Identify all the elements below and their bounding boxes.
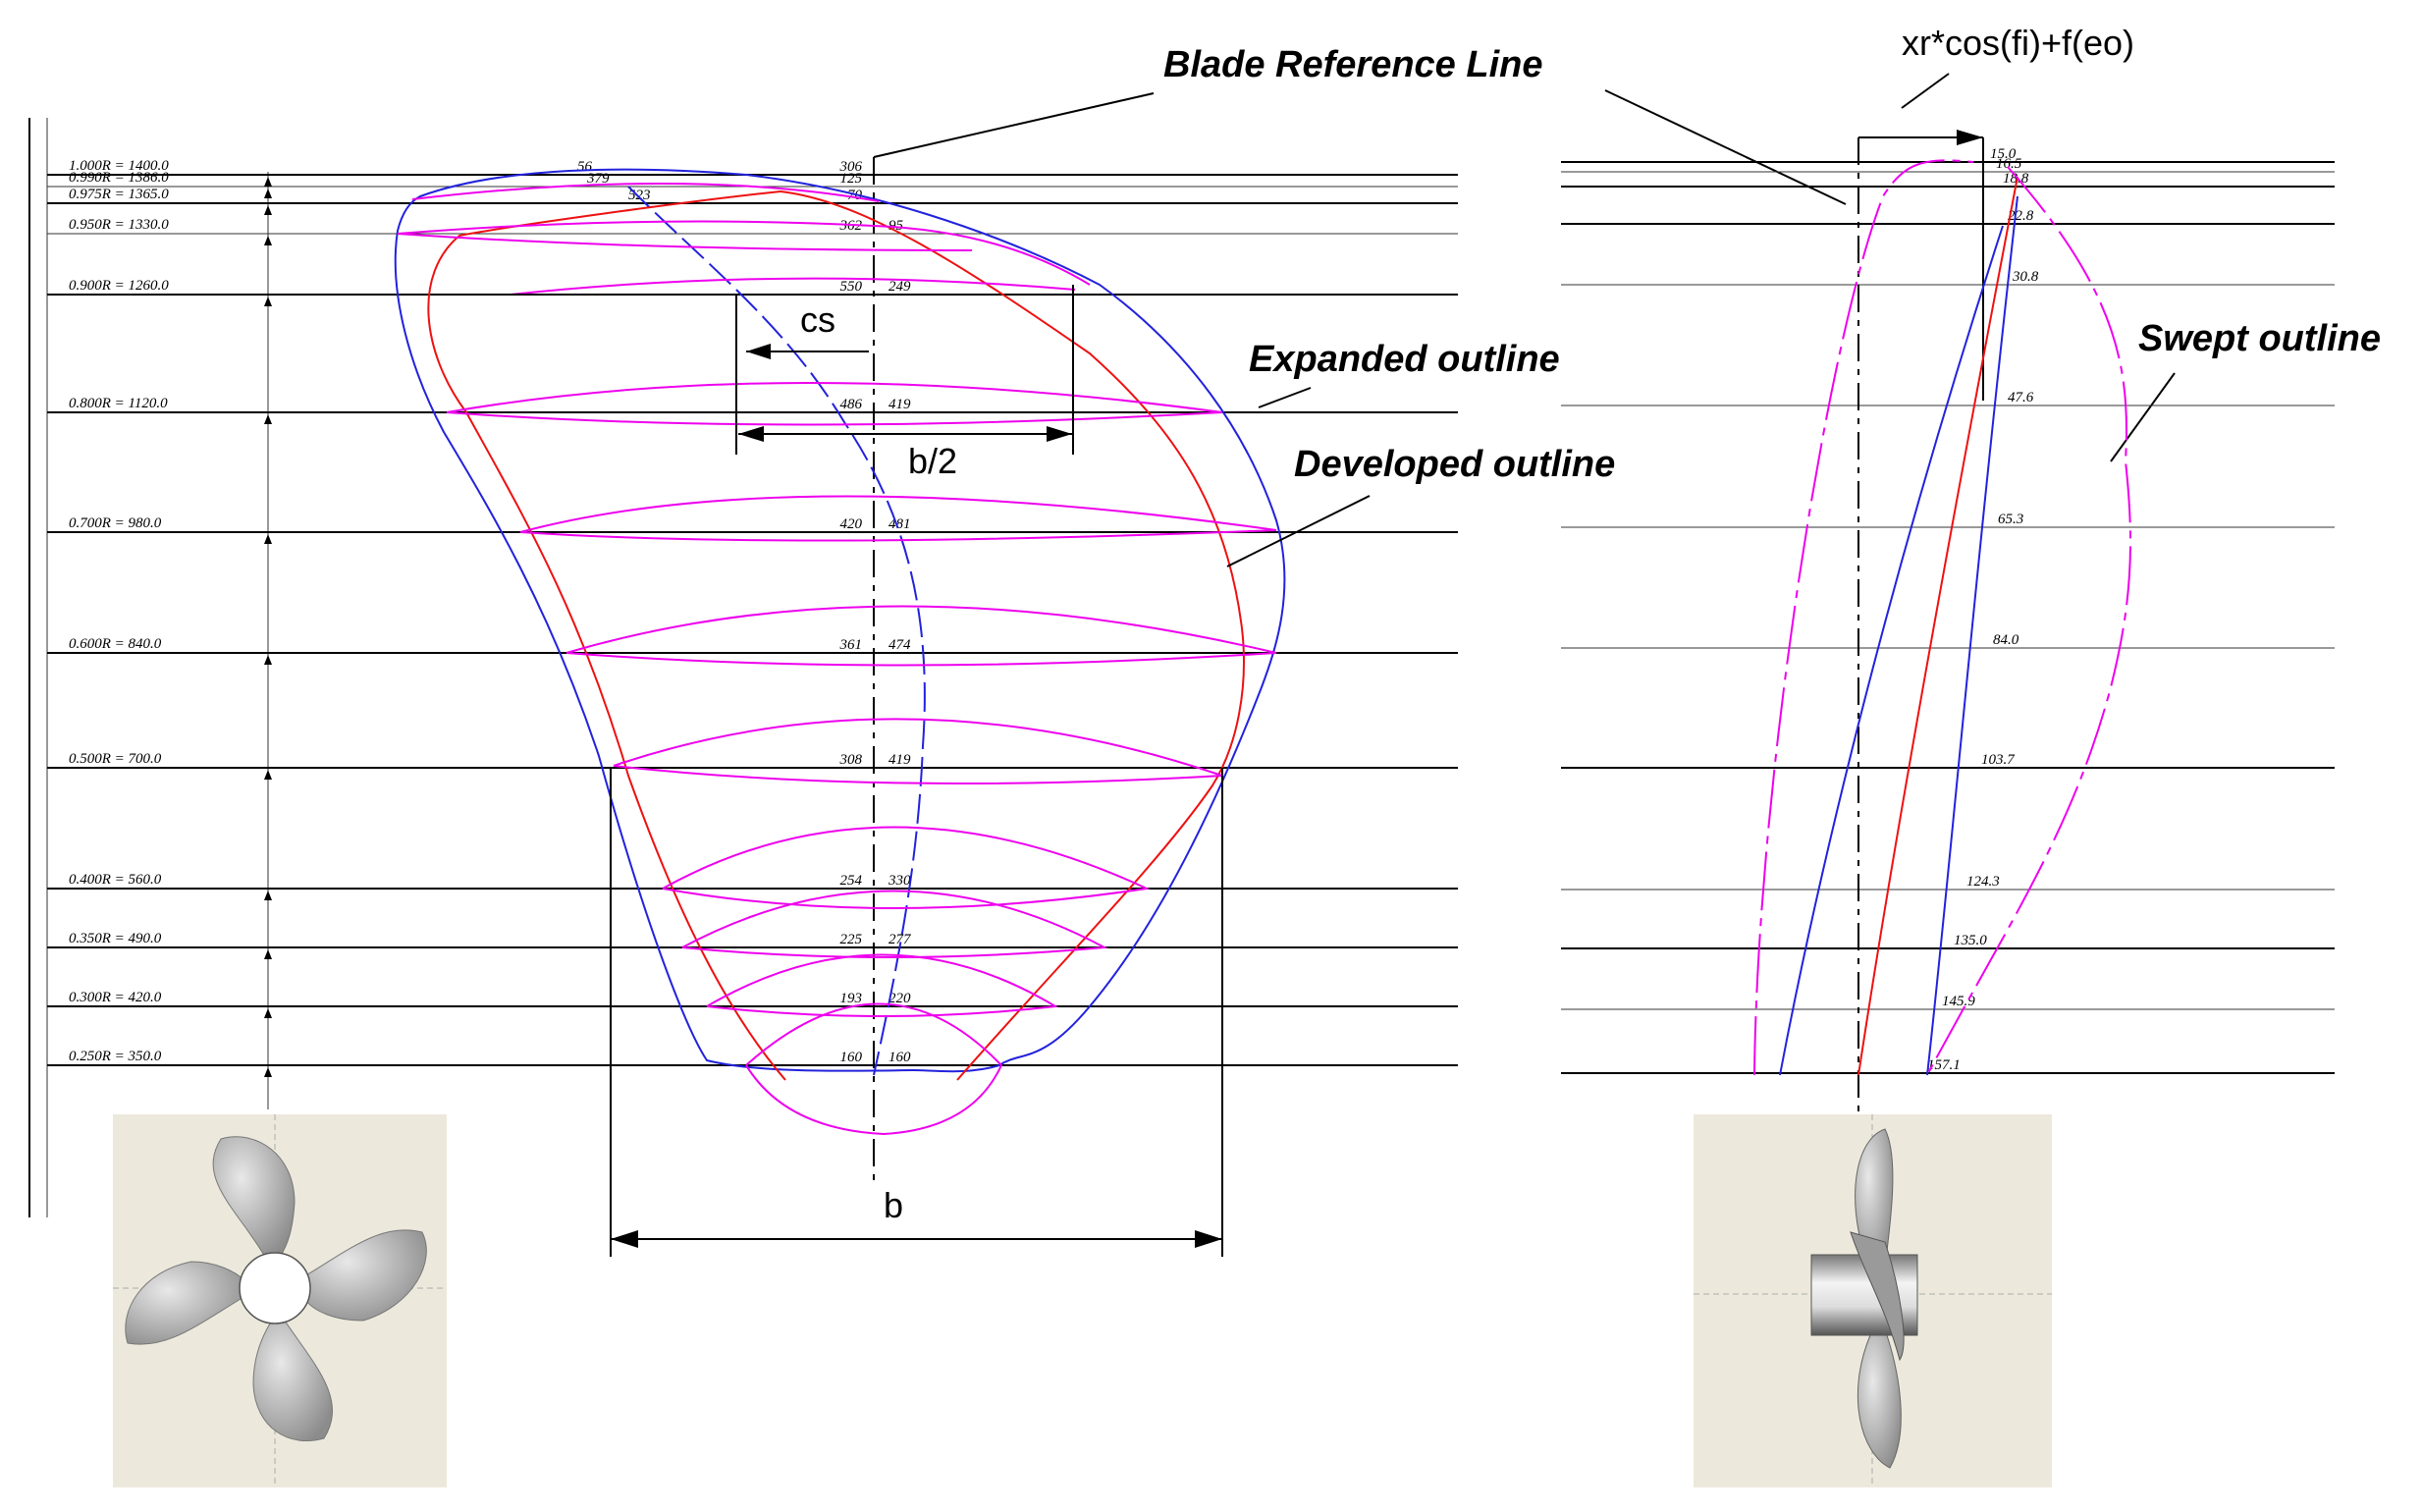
formula-leader bbox=[1901, 73, 1950, 109]
radius-tick bbox=[264, 1067, 272, 1077]
section-tip-value: 379 bbox=[586, 171, 610, 187]
radius-tick bbox=[264, 414, 272, 424]
skew-value: 16.5 bbox=[1996, 156, 2022, 172]
swept-outline-trailing bbox=[1926, 166, 2131, 1076]
blade-reference-leader bbox=[873, 92, 1155, 158]
section-trailing-value: 330 bbox=[888, 873, 911, 889]
radius-tick bbox=[264, 770, 272, 780]
chord-dimensions bbox=[511, 285, 1223, 1257]
skew-line bbox=[627, 186, 926, 1076]
blade-reference-leader-right bbox=[1604, 89, 1847, 205]
expanded-outline bbox=[394, 168, 1286, 1073]
radius-tick bbox=[264, 891, 272, 900]
section-leading-value: 308 bbox=[839, 752, 863, 768]
section-leading-value: 550 bbox=[840, 279, 863, 295]
section-label: 0.700R = 980.0 bbox=[69, 515, 162, 531]
section-label: 0.900R = 1260.0 bbox=[69, 278, 169, 294]
section-leading-value: 160 bbox=[840, 1050, 863, 1065]
section-trailing-value: 419 bbox=[888, 752, 911, 768]
side-view-blade-line bbox=[1779, 225, 2004, 1076]
section-leading-value: 70 bbox=[847, 188, 863, 203]
skew-formula-label: xr*cos(fi)+f(eo) bbox=[1902, 23, 2134, 63]
radius-tick bbox=[264, 205, 272, 215]
radius-tick bbox=[264, 297, 272, 306]
section-label: 0.500R = 700.0 bbox=[69, 751, 162, 767]
section-leading-value: 225 bbox=[840, 932, 863, 947]
skew-value: 103.7 bbox=[1981, 752, 2016, 768]
half-chord-dimension-label: b/2 bbox=[908, 441, 957, 481]
blade-reference-line-callout: Blade Reference Line bbox=[1163, 44, 1542, 85]
section-label: 0.975R = 1365.0 bbox=[69, 187, 169, 202]
expanded-outline-leader bbox=[1258, 387, 1312, 408]
propeller-side-view-icon bbox=[1694, 1114, 2052, 1487]
developed-outline-leader bbox=[1226, 495, 1371, 567]
radius-tick bbox=[264, 534, 272, 544]
section-label: 0.800R = 1120.0 bbox=[69, 396, 168, 411]
section-trailing-value: 277 bbox=[888, 932, 912, 947]
skew-value: 157.1 bbox=[1927, 1057, 1961, 1073]
section-label: 0.600R = 840.0 bbox=[69, 636, 162, 652]
section-label: 0.250R = 350.0 bbox=[69, 1049, 162, 1064]
skew-value: 84.0 bbox=[1993, 632, 2019, 648]
section-leading-value: 254 bbox=[840, 873, 863, 889]
section-leading-value: 193 bbox=[840, 991, 863, 1006]
side-view-rake-line bbox=[1857, 176, 2018, 1076]
skew-value: 145.9 bbox=[1942, 994, 1975, 1009]
skew-value: 15.0 bbox=[1990, 146, 2017, 162]
section-trailing-value: 419 bbox=[888, 397, 911, 412]
section-trailing-value: 160 bbox=[888, 1050, 911, 1065]
section-leading-value: 420 bbox=[840, 516, 863, 532]
section-trailing-value: 481 bbox=[888, 516, 911, 532]
section-leading-value: 361 bbox=[839, 637, 863, 653]
swept-outline-leading bbox=[1753, 159, 1974, 1076]
section-label: 0.990R = 1386.0 bbox=[69, 170, 169, 186]
chord-dimension-label: b bbox=[884, 1185, 903, 1225]
section-trailing-value: 474 bbox=[888, 637, 911, 653]
section-leading-value: 486 bbox=[840, 397, 863, 412]
radius-tick bbox=[264, 949, 272, 959]
section-leading-value: 362 bbox=[839, 218, 863, 234]
section-leading-value: 125 bbox=[840, 171, 863, 187]
section-trailing-value: 220 bbox=[888, 991, 911, 1006]
cs-dimension-label: cs bbox=[800, 299, 835, 340]
expanded-outline-callout: Expanded outline bbox=[1249, 339, 1560, 380]
skew-value: 135.0 bbox=[1954, 933, 1987, 948]
radius-tick bbox=[264, 236, 272, 245]
section-leading-value: 306 bbox=[839, 159, 863, 175]
section-trailing-value: 249 bbox=[888, 279, 911, 295]
side-view-blade-line-2 bbox=[1926, 195, 2018, 1076]
swept-outline-leader bbox=[2110, 372, 2176, 462]
skew-value: 65.3 bbox=[1998, 512, 2023, 527]
section-label: 0.400R = 560.0 bbox=[69, 872, 162, 888]
radius-tick bbox=[264, 177, 272, 187]
developed-outline-callout: Developed outline bbox=[1294, 444, 1615, 485]
radius-tick bbox=[264, 1008, 272, 1018]
skew-value: 124.3 bbox=[1966, 874, 2000, 890]
radius-tick bbox=[264, 189, 272, 198]
propeller-front-view-icon bbox=[113, 1114, 447, 1487]
section-label: 0.950R = 1330.0 bbox=[69, 217, 169, 233]
skew-value: 47.6 bbox=[2008, 390, 2034, 405]
section-label: 0.350R = 490.0 bbox=[69, 931, 162, 946]
skew-value: 30.8 bbox=[2012, 269, 2039, 285]
developed-outline-trailing bbox=[780, 190, 1245, 1081]
blade-section-arcs bbox=[397, 183, 1277, 1136]
radius-tick bbox=[264, 655, 272, 665]
developed-outline-leading bbox=[427, 190, 786, 1081]
swept-outline-callout: Swept outline bbox=[2138, 318, 2381, 359]
section-label: 1.000R = 1400.0 bbox=[69, 158, 169, 174]
section-label: 0.300R = 420.0 bbox=[69, 990, 162, 1005]
skew-section-lines: 15.016.518.822.830.847.665.384.0103.7124… bbox=[1561, 146, 2335, 1074]
